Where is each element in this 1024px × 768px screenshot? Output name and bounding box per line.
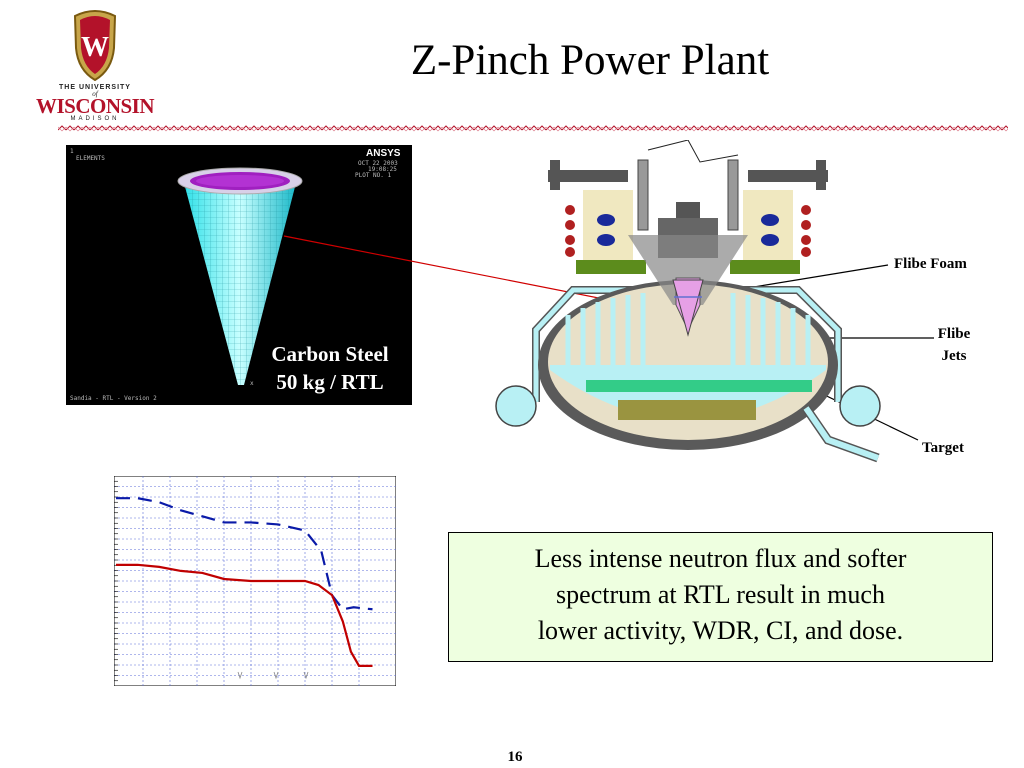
slide-title: Z-Pinch Power Plant <box>410 37 770 84</box>
callout-target: Target <box>922 440 964 456</box>
crest-letter: W <box>81 32 109 63</box>
svg-text:x: x <box>250 380 254 387</box>
ansys-simulation-image: 1 ELEMENTS ANSYS OCT 22 2003 19:08:25 PL… <box>66 145 412 405</box>
decorative-divider <box>58 124 1008 132</box>
material-name: Carbon Steel <box>271 342 389 366</box>
series-line-2 <box>116 563 373 667</box>
ansys-time-text: 19:08:25 <box>368 166 397 173</box>
material-label: Carbon Steel 50 kg / RTL <box>250 340 410 396</box>
ansys-footer-text: Sandia - RTL - Version 2 <box>70 395 157 402</box>
logo-of-text: of <box>92 90 98 98</box>
chart-series <box>116 497 373 667</box>
summary-line1: Less intense neutron flux and softer <box>534 544 907 573</box>
steel-cone-icon: x Sandia - RTL - Version 2 <box>70 167 303 402</box>
callout-flibe-jets-line2: Jets <box>941 348 967 364</box>
ansys-date-text: OCT 22 2003 <box>358 160 398 167</box>
ansys-plot-text: PLOT NO. 1 <box>355 172 392 179</box>
callout-flibe-foam: Flibe Foam <box>894 256 967 272</box>
ansys-brand: ANSYS <box>366 148 401 159</box>
page-number: 16 <box>507 749 523 765</box>
material-mass: 50 kg / RTL <box>276 370 384 394</box>
callout-flibe-jets-line1: Flibe <box>937 326 971 342</box>
logo-wisconsin-text: WISCONSIN <box>35 94 155 118</box>
crest-icon: W <box>73 10 117 82</box>
summary-textbox: Less intense neutron flux and softer spe… <box>448 532 993 662</box>
comparison-chart <box>114 476 396 686</box>
summary-line2: spectrum at RTL result in much <box>556 580 885 609</box>
callout-flibe-jets: Flibe Jets <box>934 323 974 367</box>
logo-university-text: THE UNIVERSITY <box>59 84 131 91</box>
ansys-index-text: 1 <box>70 148 74 155</box>
university-logo: W THE UNIVERSITY of WISCONSIN MADISON <box>30 8 160 122</box>
series-line-1 <box>116 497 373 611</box>
chart-markers <box>237 671 309 680</box>
summary-line3: lower activity, WDR, CI, and dose. <box>537 616 904 645</box>
power-plant-diagram <box>495 140 881 463</box>
ansys-elements-text: ELEMENTS <box>76 155 105 162</box>
logo-madison-text: MADISON <box>70 116 120 122</box>
